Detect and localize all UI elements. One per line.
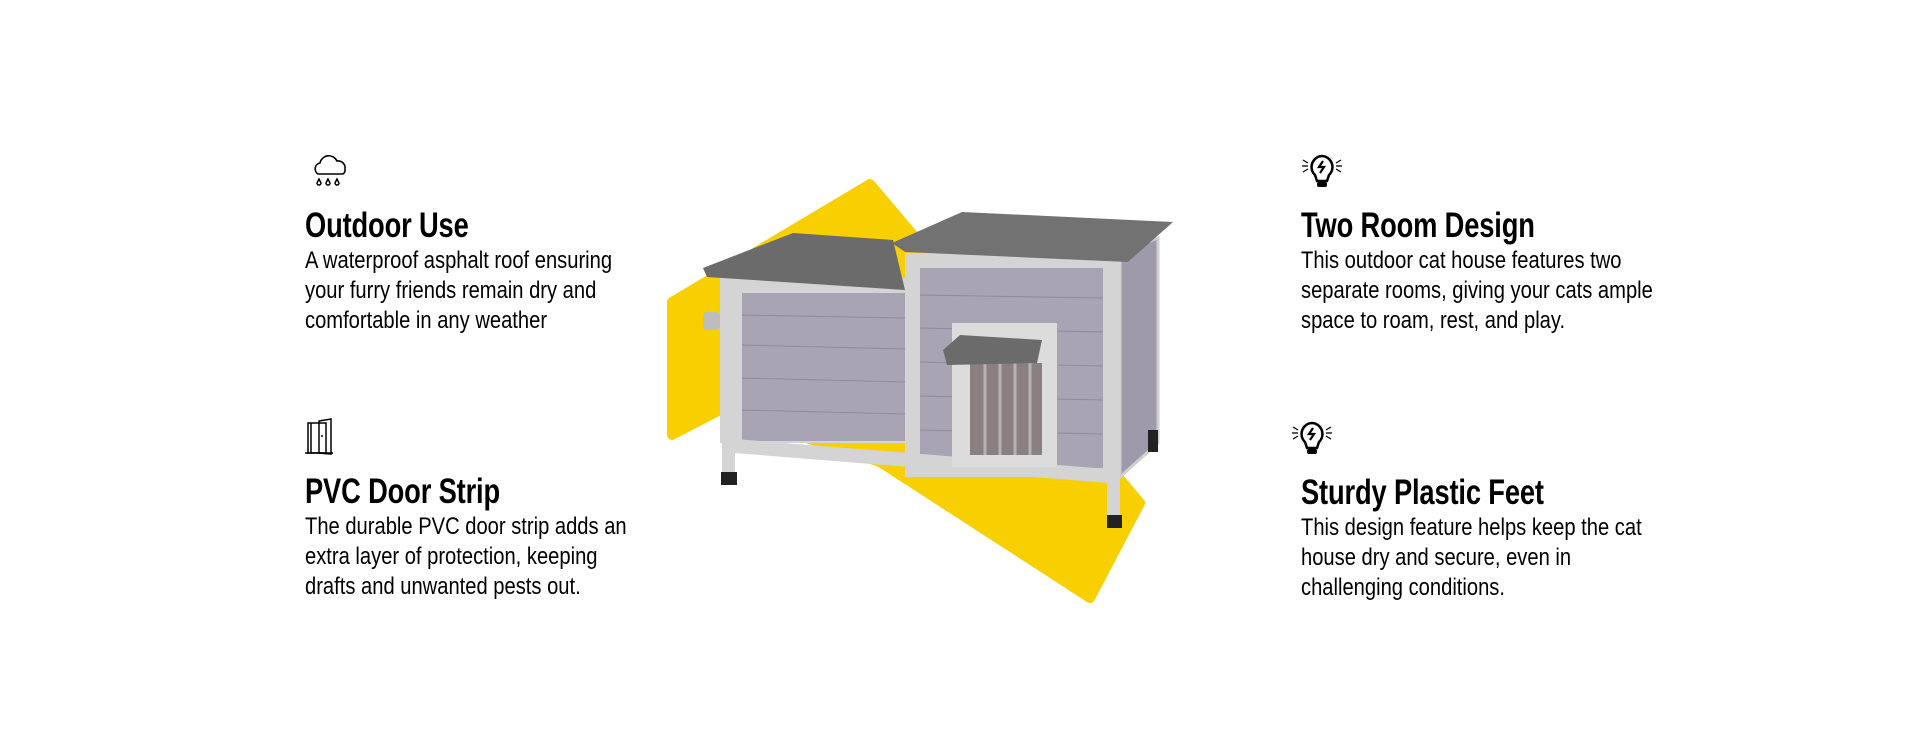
cat-house-image [703,212,1173,528]
description-line: comfortable in any weather [305,307,548,334]
description-line: A waterproof asphalt roof ensuring [305,247,613,274]
description-line: challenging conditions. [1301,574,1505,601]
feature-two-room-design: Two Room Design This outdoor cat house f… [1301,152,1721,452]
feature-description: This design feature helps keep the cat h… [1301,513,1642,603]
description-line: house dry and secure, even in [1301,544,1572,571]
feature-title: Outdoor Use [305,206,469,245]
feature-description: This outdoor cat house features two sepa… [1301,246,1653,336]
door-icon [305,418,333,455]
feature-pvc-door-strip: PVC Door Strip The durable PVC door stri… [305,418,725,718]
lightbulb-icon [1292,421,1332,454]
feature-title: PVC Door Strip [305,472,500,511]
feature-title: Sturdy Plastic Feet [1301,473,1544,512]
rain-cloud-icon [314,155,346,186]
feature-sturdy-plastic-feet: Sturdy Plastic Feet This design feature … [1292,419,1721,719]
description-line: This design feature helps keep the cat [1301,514,1642,541]
description-line: your furry friends remain dry and [305,277,597,304]
description-line: separate rooms, giving your cats ample [1301,277,1653,304]
feature-title: Two Room Design [1301,206,1535,245]
description-line: drafts and unwanted pests out. [305,573,581,600]
description-line: extra layer of protection, keeping [305,543,598,570]
feature-outdoor-use: Outdoor Use A waterproof asphalt roof en… [305,152,725,452]
feature-description: The durable PVC door strip adds an extra… [305,512,627,602]
description-line: space to roam, rest, and play. [1301,307,1566,334]
feature-description: A waterproof asphalt roof ensuring your … [305,246,612,336]
description-line: The durable PVC door strip adds an [305,513,627,540]
lightbulb-icon [1302,154,1342,187]
description-line: This outdoor cat house features two [1301,247,1622,274]
